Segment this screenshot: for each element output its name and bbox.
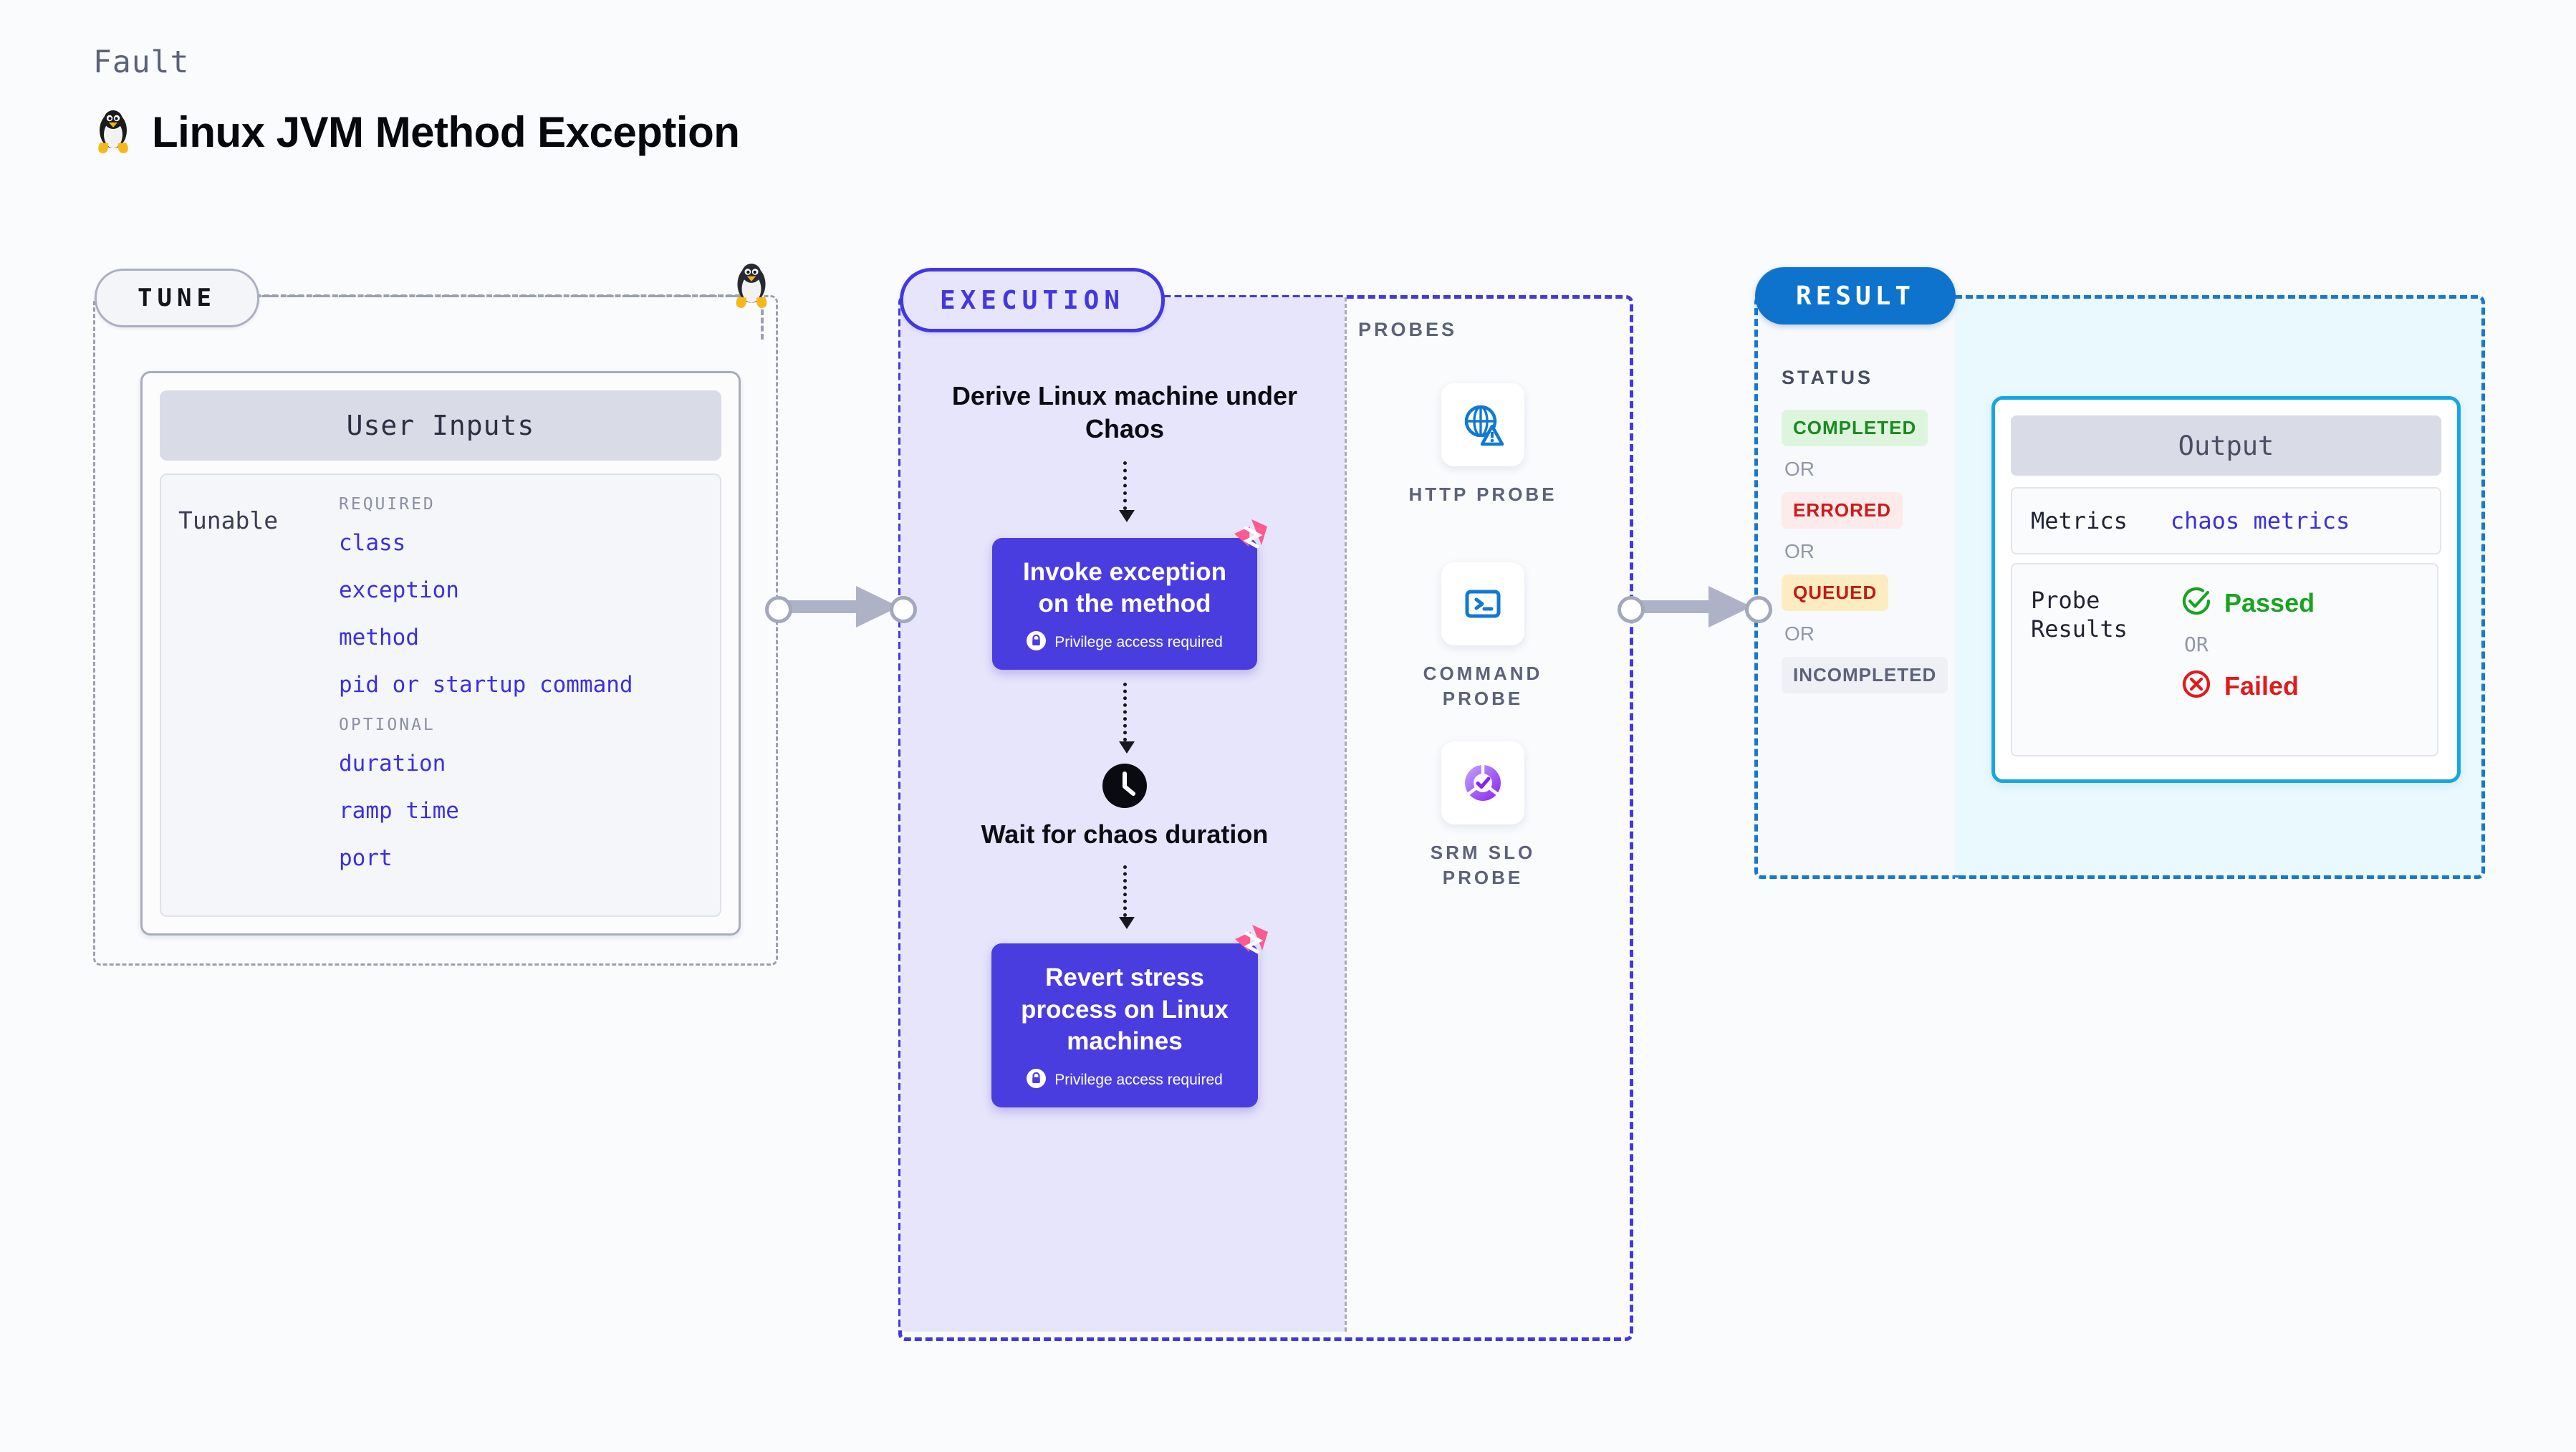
output-card: Output Metrics chaos metrics Probe Resul… bbox=[1991, 396, 2461, 783]
probes-section-label: PROBES bbox=[1358, 319, 1458, 340]
arrow-right-icon bbox=[1633, 586, 1751, 628]
metrics-key: Metrics bbox=[2031, 507, 2128, 534]
probe-verdict-failed: Failed bbox=[2181, 669, 2315, 703]
tunable-list: REQUIRED class exception method pid or s… bbox=[339, 495, 704, 895]
tunable-item[interactable]: method bbox=[339, 625, 419, 650]
execution-action-box[interactable]: Revert stress process on Linux machines … bbox=[991, 925, 1268, 1107]
passed-label: Passed bbox=[2224, 587, 2315, 617]
execution-flow: Derive Linux machine under Chaos Invoke … bbox=[938, 380, 1311, 1107]
probe-label: HTTP PROBE bbox=[1408, 484, 1557, 505]
lock-icon bbox=[1027, 631, 1047, 654]
privilege-note: Privilege access required bbox=[1006, 631, 1243, 654]
probe-results-row: Probe Results Passed OR bbox=[2011, 563, 2438, 756]
execution-action-title: Revert stress process on Linux machines bbox=[1021, 963, 1229, 1055]
or-separator: OR bbox=[1784, 622, 1815, 645]
probes-divider bbox=[1345, 297, 1347, 1332]
probe-verdict-passed: Passed bbox=[2181, 586, 2315, 620]
connector-ring-left bbox=[1618, 596, 1645, 623]
output-title: Output bbox=[2011, 415, 2441, 476]
status-badge: INCOMPLETED bbox=[1782, 657, 1948, 693]
metrics-value[interactable]: chaos metrics bbox=[2170, 507, 2350, 534]
privilege-note-text: Privilege access required bbox=[1054, 1071, 1223, 1088]
x-circle-icon bbox=[2181, 669, 2211, 703]
connector-ring-right bbox=[890, 596, 917, 623]
tune-pill[interactable]: TUNE bbox=[95, 269, 259, 327]
status-badge: ERRORED bbox=[1782, 492, 1903, 529]
execution-action-title: Invoke exception on the method bbox=[1023, 558, 1226, 618]
execution-region bbox=[898, 295, 1633, 1341]
status-badge: QUEUED bbox=[1782, 574, 1889, 611]
tunable-item[interactable]: exception bbox=[339, 577, 459, 603]
or-separator: OR bbox=[1784, 458, 1815, 480]
probe-results-key: Probe Results bbox=[2031, 587, 2128, 643]
group-heading-optional: OPTIONAL bbox=[339, 716, 436, 734]
connector-ring-left bbox=[765, 596, 792, 623]
probe-label: COMMAND PROBE bbox=[1423, 663, 1543, 710]
page-header: Fault Linux JVM Method Exception bbox=[93, 44, 740, 157]
or-separator: OR bbox=[2184, 633, 2209, 656]
fault-kicker: Fault bbox=[93, 44, 190, 80]
tunable-item[interactable]: duration bbox=[339, 751, 446, 777]
probe-http[interactable]: HTTP PROBE bbox=[1390, 383, 1576, 507]
tunable-box: Tunable REQUIRED class exception method … bbox=[160, 473, 721, 917]
status-list: COMPLETED OR ERRORED OR QUEUED OR INCOMP… bbox=[1782, 410, 1948, 693]
probe-label: SRM SLO PROBE bbox=[1430, 842, 1536, 889]
flow-arrow-down-icon bbox=[1119, 461, 1135, 523]
flow-arrow-down-icon bbox=[1119, 865, 1135, 930]
page-title: Linux JVM Method Exception bbox=[152, 108, 740, 156]
user-inputs-card: User Inputs Tunable REQUIRED class excep… bbox=[140, 371, 741, 936]
failed-label: Failed bbox=[2224, 670, 2299, 701]
tune-connector-stub bbox=[761, 309, 764, 340]
privilege-note: Privilege access required bbox=[1006, 1068, 1244, 1092]
lock-icon bbox=[1027, 1068, 1047, 1092]
page-title-row: Linux JVM Method Exception bbox=[93, 107, 740, 157]
terminal-icon bbox=[1441, 562, 1524, 645]
linux-penguin-icon bbox=[93, 109, 133, 156]
clock-icon bbox=[938, 764, 1311, 809]
execution-action-box[interactable]: Invoke exception on the method Privilege… bbox=[992, 519, 1267, 670]
probe-command[interactable]: COMMAND PROBE bbox=[1390, 562, 1576, 711]
metrics-row: Metrics chaos metrics bbox=[2011, 487, 2441, 554]
privilege-note-text: Privilege access required bbox=[1054, 634, 1223, 651]
tunable-item[interactable]: class bbox=[339, 530, 406, 556]
check-circle-icon bbox=[2181, 586, 2211, 620]
litmus-chaos-icon bbox=[1231, 923, 1271, 964]
litmus-chaos-icon bbox=[1230, 518, 1270, 559]
tune-connector-line bbox=[255, 294, 749, 297]
arrow-right-icon bbox=[781, 586, 899, 628]
tunable-item[interactable]: port bbox=[339, 845, 393, 871]
or-separator: OR bbox=[1784, 540, 1815, 562]
tunable-item[interactable]: ramp time bbox=[339, 798, 459, 824]
status-section-label: STATUS bbox=[1782, 367, 1873, 388]
probe-srm-slo[interactable]: SRM SLO PROBE bbox=[1390, 741, 1576, 890]
tunable-item[interactable]: pid or startup command bbox=[339, 672, 633, 698]
linux-penguin-icon bbox=[731, 262, 772, 314]
srm-slo-check-icon bbox=[1441, 741, 1524, 824]
execution-fill bbox=[900, 297, 1345, 1332]
execution-step-label: Derive Linux machine under Chaos bbox=[951, 381, 1298, 444]
status-badge: COMPLETED bbox=[1782, 410, 1928, 446]
globe-warning-icon bbox=[1441, 383, 1524, 466]
group-heading-required: REQUIRED bbox=[339, 495, 436, 514]
execution-pill[interactable]: EXECUTION bbox=[900, 268, 1165, 332]
user-inputs-title: User Inputs bbox=[160, 390, 721, 461]
tunable-label: Tunable bbox=[178, 506, 279, 534]
execution-step-label: Wait for chaos duration bbox=[981, 819, 1269, 850]
connector-ring-right bbox=[1745, 596, 1772, 623]
flow-arrow-down-icon bbox=[1119, 683, 1135, 754]
result-pill[interactable]: RESULT bbox=[1755, 267, 1956, 324]
